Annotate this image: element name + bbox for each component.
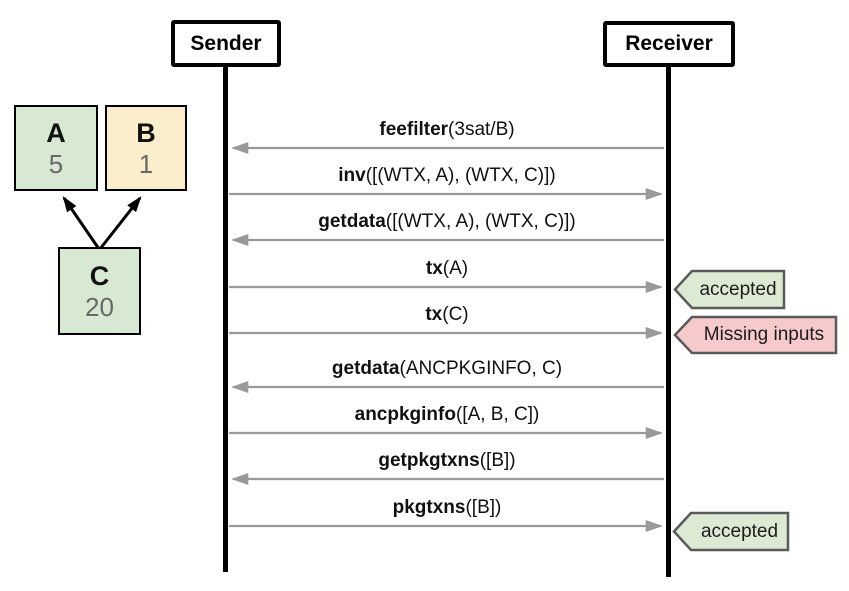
message-label-tx-c: tx(C) <box>230 303 664 327</box>
message-args: ([(WTX, A), (WTX, C)]) <box>365 165 556 186</box>
message-label-getpkgtxns: getpkgtxns([B]) <box>230 449 664 473</box>
tag-shape-accepted-pkgtxns <box>672 511 790 552</box>
message-label-tx-a: tx(A) <box>230 257 664 281</box>
dependency-node-c: C 20 <box>58 247 141 335</box>
message-label-feefilter: feefilter(3sat/B) <box>230 118 664 142</box>
dependency-edge-c-to-a <box>62 196 101 250</box>
message-name: inv <box>338 165 366 186</box>
message-name: tx <box>425 304 443 325</box>
dependency-node-a-value: 5 <box>48 148 64 179</box>
message-args: (ANCPKGINFO, C) <box>399 358 563 379</box>
message-args: (3sat/B) <box>448 119 515 140</box>
dependency-node-b: B 1 <box>105 105 187 191</box>
dependency-node-c-label: C <box>89 260 110 291</box>
message-name: pkgtxns <box>392 497 466 518</box>
participant-receiver: Receiver <box>603 21 735 67</box>
dependency-node-c-value: 20 <box>85 291 114 322</box>
dependency-edge-c-to-b <box>98 196 142 250</box>
dependency-node-a-label: A <box>46 117 66 148</box>
participant-sender: Sender <box>171 20 281 67</box>
dependency-node-a: A 5 <box>14 105 98 191</box>
message-name: getdata <box>331 358 400 379</box>
message-args: ([B]) <box>479 450 516 471</box>
lifeline-sender <box>223 65 228 572</box>
message-name: ancpkginfo <box>354 404 456 425</box>
message-args: ([A, B, C]) <box>455 404 540 425</box>
message-label-getdata-ancpkginfo: getdata(ANCPKGINFO, C) <box>230 357 664 381</box>
tag-shape-missing-inputs <box>673 315 838 355</box>
participant-receiver-label: Receiver <box>625 32 713 55</box>
message-args: (C) <box>442 304 469 325</box>
message-args: ([(WTX, A), (WTX, C)]) <box>385 211 576 232</box>
tag-missing-inputs: Missing inputs <box>703 324 825 345</box>
message-args: (A) <box>442 258 469 279</box>
message-name: getpkgtxns <box>378 450 480 471</box>
tag-shape-accepted-tx-a <box>673 269 786 310</box>
tag-accepted-tx-a: accepted <box>699 278 777 300</box>
message-label-ancpkginfo: ancpkginfo([A, B, C]) <box>230 403 664 427</box>
message-name: getdata <box>318 211 386 232</box>
message-args: ([B]) <box>465 497 502 518</box>
message-label-getdata-wtx: getdata([(WTX, A), (WTX, C)]) <box>230 210 664 234</box>
message-label-pkgtxns: pkgtxns([B]) <box>230 496 664 520</box>
participant-sender-label: Sender <box>190 31 262 55</box>
message-label-inv: inv([(WTX, A), (WTX, C)]) <box>230 164 664 188</box>
message-name: tx <box>425 258 443 279</box>
dependency-node-b-label: B <box>136 117 156 148</box>
tag-accepted-pkgtxns: accepted <box>700 520 779 542</box>
lifeline-receiver <box>666 65 671 577</box>
dependency-node-b-value: 1 <box>138 148 154 179</box>
message-name: feefilter <box>379 119 449 140</box>
